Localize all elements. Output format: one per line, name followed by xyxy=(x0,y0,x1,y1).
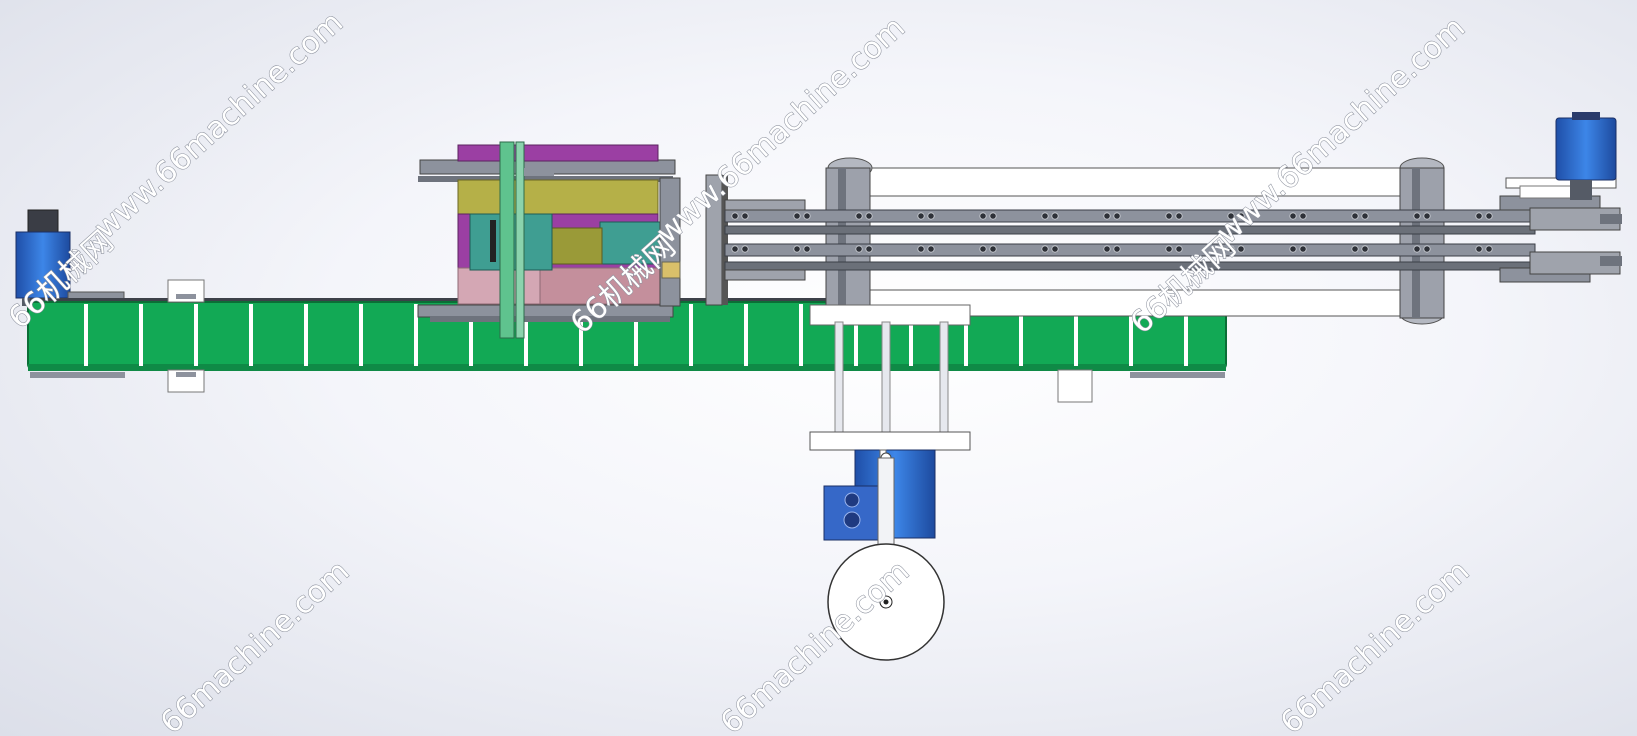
bolt xyxy=(1165,212,1173,220)
crank-drive-assembly xyxy=(809,304,971,661)
bolt xyxy=(1289,212,1297,220)
bolt xyxy=(855,212,863,220)
bolt xyxy=(793,212,801,220)
bolt xyxy=(1227,212,1235,220)
belt-slat-divider xyxy=(689,304,693,366)
bolt xyxy=(1041,212,1049,220)
belt-slat-divider xyxy=(414,304,418,366)
bolt xyxy=(1051,245,1059,253)
bolt xyxy=(1237,212,1245,220)
belt-slat-divider xyxy=(139,304,143,366)
bolt xyxy=(979,245,987,253)
belt-slat-divider xyxy=(909,304,913,366)
bolt xyxy=(927,245,935,253)
belt-slat-divider xyxy=(359,304,363,366)
bolt xyxy=(741,212,749,220)
belt-slat-divider xyxy=(249,304,253,366)
belt-slat-divider xyxy=(194,304,198,366)
bolt xyxy=(1165,245,1173,253)
bolt xyxy=(1423,245,1431,253)
belt-slats xyxy=(84,304,1188,366)
bolt xyxy=(1299,212,1307,220)
bolt xyxy=(1351,245,1359,253)
bolt xyxy=(1175,245,1183,253)
bolt xyxy=(793,245,801,253)
transfer-station xyxy=(417,141,728,339)
watermark-url: www.66machine.com xyxy=(88,5,350,246)
bolt xyxy=(1103,212,1111,220)
bolt xyxy=(1423,212,1431,220)
bolt xyxy=(1485,245,1493,253)
bolt xyxy=(1051,212,1059,220)
belt-slat-divider xyxy=(1129,304,1133,366)
belt-slat-divider xyxy=(634,304,638,366)
belt-slat-divider xyxy=(1074,304,1078,366)
bolt xyxy=(1289,245,1297,253)
bolt xyxy=(917,212,925,220)
bolt xyxy=(731,245,739,253)
belt-slat-divider xyxy=(854,304,858,366)
belt-slat-divider xyxy=(799,304,803,366)
belt-slat-divider xyxy=(1019,304,1023,366)
bolt xyxy=(1413,212,1421,220)
bolt xyxy=(989,245,997,253)
bolt xyxy=(1475,212,1483,220)
belt-slat-divider xyxy=(1184,304,1188,366)
bolt xyxy=(1475,245,1483,253)
bolt xyxy=(1299,245,1307,253)
bolt xyxy=(1227,245,1235,253)
belt-slat-divider xyxy=(524,304,528,366)
bolt xyxy=(1041,245,1049,253)
bolt xyxy=(1485,212,1493,220)
bolt xyxy=(731,212,739,220)
bolt xyxy=(927,212,935,220)
bolt xyxy=(1361,212,1369,220)
bolt xyxy=(979,212,987,220)
bolt xyxy=(1175,212,1183,220)
bolt xyxy=(989,212,997,220)
watermark-url-short: 66machine.com xyxy=(1274,554,1476,736)
bolt xyxy=(1351,212,1359,220)
bolt xyxy=(741,245,749,253)
bolt xyxy=(1413,245,1421,253)
belt-slat-divider xyxy=(579,304,583,366)
belt-slat-divider xyxy=(744,304,748,366)
belt-slat-divider xyxy=(84,304,88,366)
bolt xyxy=(1113,245,1121,253)
bolt xyxy=(803,245,811,253)
watermark-url-short: 66machine.com xyxy=(154,554,356,736)
bolt xyxy=(1103,245,1111,253)
bolt xyxy=(917,245,925,253)
bolt xyxy=(1113,212,1121,220)
right-motor xyxy=(1555,112,1617,200)
belt-slat-divider xyxy=(304,304,308,366)
bolt xyxy=(865,245,873,253)
belt-slat-divider xyxy=(469,304,473,366)
bolt xyxy=(1361,245,1369,253)
bolt xyxy=(1237,245,1245,253)
bolt xyxy=(803,212,811,220)
bolt xyxy=(865,212,873,220)
bolt xyxy=(855,245,863,253)
belt-slat-divider xyxy=(964,304,968,366)
rail-bolts xyxy=(731,212,1493,253)
